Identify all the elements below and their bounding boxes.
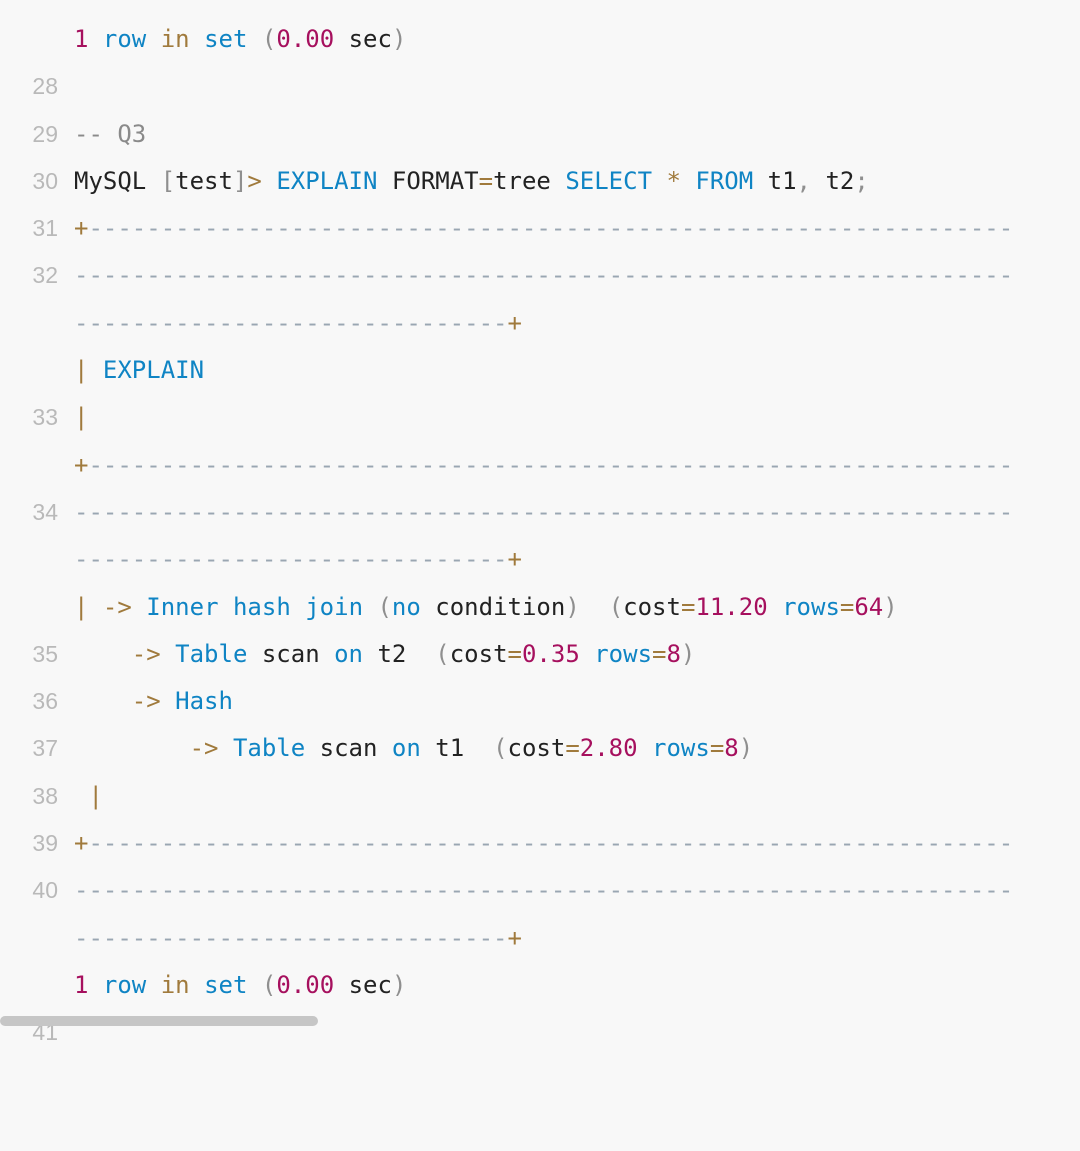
border-line-part-1: +---------------------------------------… — [74, 214, 1014, 243]
code-line: 35 | -> Inner hash join (no condition) (… — [0, 584, 1080, 667]
code-line: 41 1 row in set (0.00 sec) — [0, 962, 1080, 1045]
code-line: 31 MySQL [test]> EXPLAIN FORMAT=tree SEL… — [0, 158, 1080, 241]
horizontal-scrollbar[interactable] — [0, 1016, 318, 1026]
code-line: 34 +------------------------------------… — [0, 442, 1080, 525]
line-number: 40 — [32, 877, 58, 904]
line-text: | — [74, 403, 89, 432]
line-number: 39 — [32, 830, 58, 857]
border-line-part-3: ------------------------------+ — [74, 923, 522, 952]
line-number: 35 — [32, 640, 58, 667]
line-number: 37 — [32, 735, 58, 762]
line-text: | EXPLAIN — [74, 356, 205, 385]
code-block: 28 1 row in set (0.00 sec) 29 30 -- Q3 3… — [0, 16, 1080, 1045]
border-line-part-2: ----------------------------------------… — [74, 497, 1014, 526]
code-line-wrap: ----------------------------------------… — [0, 489, 1080, 536]
line-text: MySQL [test]> EXPLAIN FORMAT=tree SELECT… — [74, 166, 869, 195]
code-line: 29 — [0, 63, 1080, 147]
line-text: 1 row in set (0.00 sec) — [74, 970, 407, 999]
line-text: -> Table scan on t2 (cost=0.35 rows=8) — [131, 639, 696, 668]
line-text: -> Hash — [131, 687, 233, 716]
code-line: 33 | EXPLAIN — [0, 347, 1080, 430]
code-line-wrap: ------------------------------+ — [0, 300, 1080, 347]
line-number: 34 — [32, 498, 58, 525]
code-line: 37 -> Hash — [0, 678, 1080, 761]
line-number: 30 — [32, 167, 58, 194]
line-text: -> Table scan on t1 (cost=2.80 rows=8) — [189, 734, 754, 763]
border-line-part-3: ------------------------------+ — [74, 545, 522, 574]
code-line-wrap: ------------------------------+ — [0, 915, 1080, 962]
line-text: | -> Inner hash join (no condition) (cos… — [74, 592, 898, 621]
code-line: 28 1 row in set (0.00 sec) — [0, 16, 1080, 99]
line-number: 29 — [32, 120, 58, 147]
code-line-wrap: ------------------------------+ — [0, 536, 1080, 583]
line-text: 1 row in set (0.00 sec) — [74, 25, 407, 53]
line-number: 28 — [32, 73, 58, 100]
border-line-part-1: +---------------------------------------… — [74, 450, 1014, 479]
line-number: 38 — [32, 782, 58, 809]
code-line: 30 -- Q3 — [0, 111, 1080, 194]
code-line-wrap: ----------------------------------------… — [0, 867, 1080, 914]
border-line-part-2: ----------------------------------------… — [74, 876, 1014, 905]
border-line-part-3: ------------------------------+ — [74, 308, 522, 337]
line-number: 33 — [32, 404, 58, 431]
code-line: 32 +------------------------------------… — [0, 205, 1080, 288]
code-line: 40 +------------------------------------… — [0, 820, 1080, 903]
border-line-part-2: ----------------------------------------… — [74, 261, 1014, 290]
code-line-wrap: | — [0, 394, 1080, 441]
code-line: 39 | — [0, 773, 1080, 856]
line-number: 32 — [32, 262, 58, 289]
border-line-part-1: +---------------------------------------… — [74, 829, 1014, 858]
code-line: 38 -> Table scan on t1 (cost=2.80 rows=8… — [0, 725, 1080, 808]
line-text: | — [74, 781, 103, 810]
code-line-wrap: ----------------------------------------… — [0, 252, 1080, 299]
code-line: 36 -> Table scan on t2 (cost=0.35 rows=8… — [0, 631, 1080, 714]
line-text: -- Q3 — [74, 119, 147, 148]
line-number: 31 — [32, 215, 58, 242]
line-number: 36 — [32, 688, 58, 715]
